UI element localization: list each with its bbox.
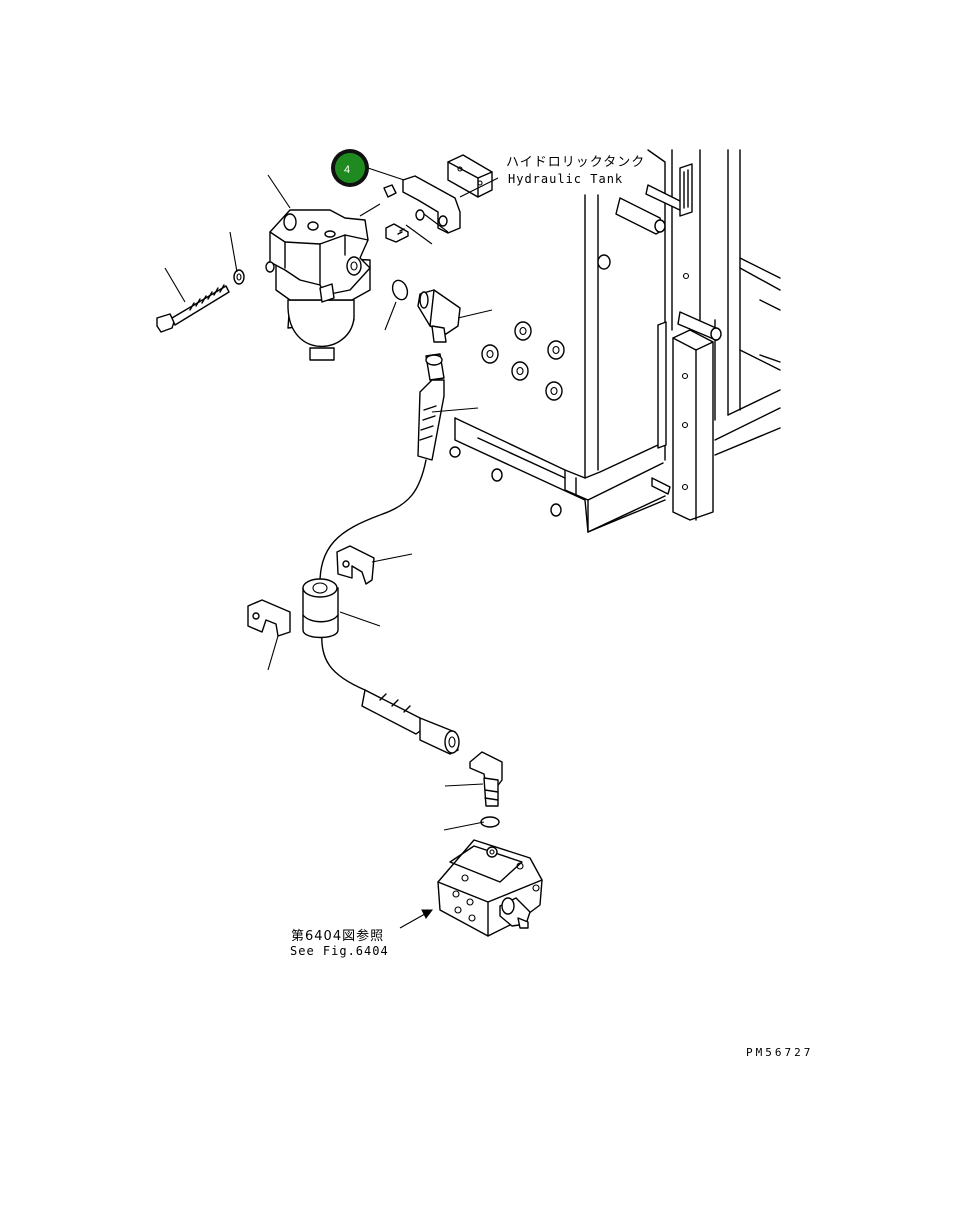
callout-badge-4[interactable]: 4 xyxy=(331,149,369,187)
hydraulic-tank xyxy=(449,149,781,533)
drawing-code: PM56727 xyxy=(746,1046,813,1059)
leader-lines xyxy=(164,167,499,929)
filter-bracket xyxy=(383,154,493,243)
lower-elbow xyxy=(469,751,503,807)
tank-label-jp: ハイドロリックタンク xyxy=(506,155,645,170)
reference-label-jp: 第6404図参照 xyxy=(291,928,384,944)
hose-clamp-upper xyxy=(336,545,375,585)
hose-clamp-lower xyxy=(247,599,291,637)
tank-label-en: Hydraulic Tank xyxy=(508,172,623,186)
lower-o-ring xyxy=(480,816,500,828)
callout-number: 4 xyxy=(344,164,350,176)
tank-ports xyxy=(449,254,611,517)
valve-block xyxy=(437,839,543,937)
reference-label-en: See Fig.6404 xyxy=(290,944,389,958)
hose-assembly xyxy=(319,353,460,755)
grommet xyxy=(302,578,339,639)
filter-assembly xyxy=(156,209,461,361)
